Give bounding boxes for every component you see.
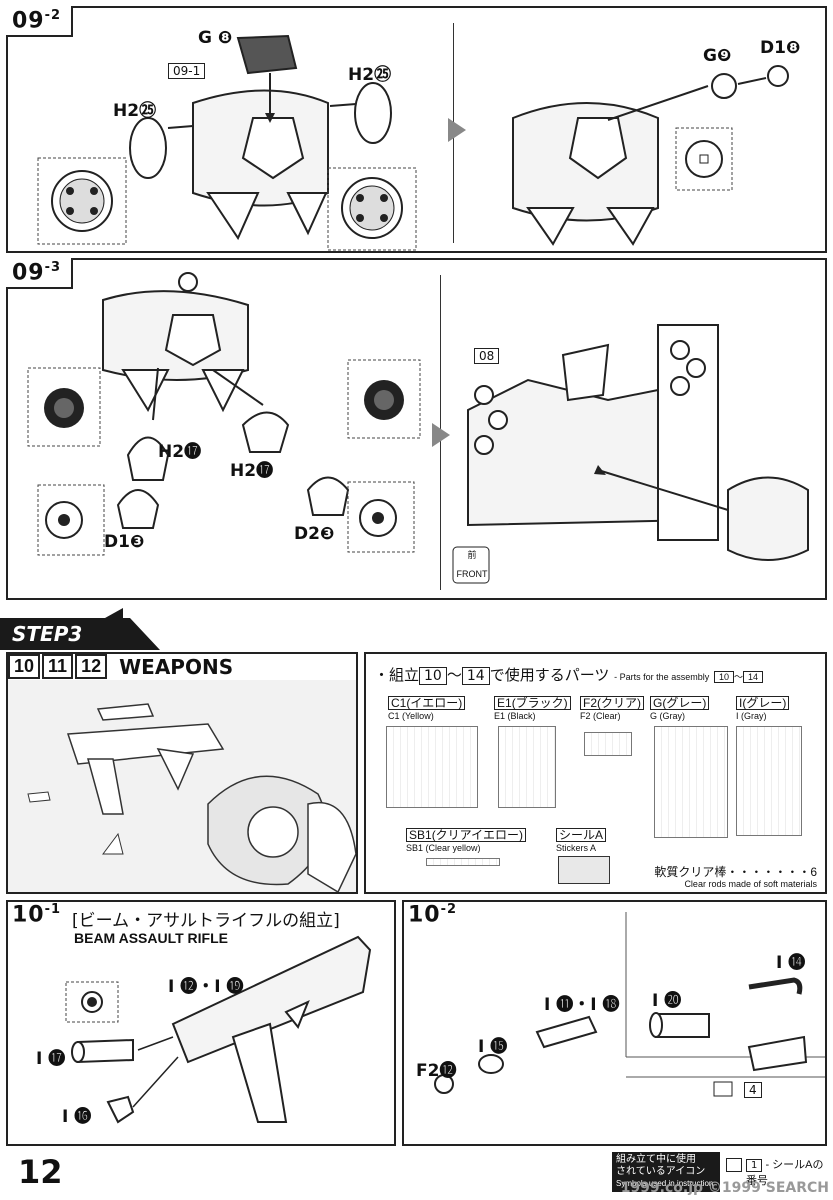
stickers-a-sheet (558, 856, 610, 884)
runner-g (654, 726, 728, 838)
step-09-2-tag: 09-2 (6, 6, 74, 38)
assembly-box-10: 10 (8, 654, 41, 679)
part-label-i16: I ⓰ (62, 1107, 92, 1127)
part-label-i14: I ⓮ (776, 953, 806, 973)
assembly-box-11: 11 (42, 654, 74, 679)
step-09-2-panel: 09-2 09-1 G (6, 6, 827, 253)
front-icon: 前 FRONT (456, 550, 488, 579)
beam-assault-rifle-title-en: BEAM ASSAULT RIFLE (74, 930, 228, 946)
assembly-numbers: 10 11 12 WEAPONS (8, 654, 233, 679)
beam-assault-rifle-title-jp: [ビーム・アサルトライフルの組立] (72, 911, 340, 931)
step-banner-notch (105, 608, 123, 618)
part-label-h2-25-right: H2㉕ (348, 65, 392, 85)
weapons-panel: 10 11 12 WEAPONS (6, 652, 358, 894)
part-label-h2-25-left: H2㉕ (113, 101, 157, 121)
icon-legend: 組み立て中に使用 されているアイコン Symbols used in instr… (612, 1152, 833, 1200)
runner-i (736, 726, 802, 836)
step-10-1-illustration (65, 935, 372, 1124)
step-10-1-panel: 10-1 [ビーム・アサルトライフルの組立] BEAM ASSAULT RIFL… (6, 900, 396, 1146)
step-10-1-tag: 10-1 (12, 902, 62, 928)
legend-dark-box: 組み立て中に使用 されているアイコン Symbols used in instr… (612, 1152, 720, 1192)
step-09-3-tag: 09-3 (6, 258, 74, 290)
part-label-i20: I ⓴ (652, 991, 682, 1011)
part-label-i12-i19: I ⓬・I ⓳ (168, 977, 244, 997)
runner-f2-title: F2(クリア)F2 (Clear) (580, 696, 645, 722)
ref-box-08: 08 (474, 348, 500, 364)
legend-sticker-num: 1 - シールAの番号 (746, 1159, 824, 1187)
runner-c1 (386, 726, 478, 808)
part-label-d1-3: D1❸ (104, 532, 145, 552)
weapons-illustration (8, 680, 356, 892)
legend-sticker-icon (726, 1158, 742, 1172)
runner-sb1-title: SB1(クリアイエロー)SB1 (Clear yellow) (406, 828, 526, 854)
watermark: 1999.co.jp ©1999 SEARCH (620, 1180, 829, 1196)
part-label-h2-17-right: H2⓱ (230, 461, 274, 481)
part-label-i11-i18: I ⓫・I ⓲ (544, 995, 620, 1015)
clear-rods-note: 軟質クリア棒・・・・・・・6 Clear rods made of soft m… (654, 865, 817, 889)
sticker-number-4: 4 (744, 1082, 762, 1098)
runner-g-title: G(グレー)G (Gray) (650, 696, 710, 722)
page-number: 12 (18, 1153, 63, 1191)
step-10-2-panel: 10-2 I ⓮ I ⓴ I ⓫・I ⓲ I ⓯ F2⓬ 4 (402, 900, 827, 1146)
step-10-2-illustration (434, 912, 825, 1097)
next-arrow-icon (448, 118, 466, 142)
step-09-2-illustration (37, 34, 789, 251)
part-label-g8: G ❽ (198, 28, 233, 48)
runner-c1-title: C1(イエロー)C1 (Yellow) (388, 696, 466, 722)
next-arrow-icon (432, 423, 450, 447)
assembly-box-12: 12 (75, 654, 108, 679)
runner-e1-title: E1(ブラック)E1 (Black) (494, 696, 571, 722)
step3-banner: STEP3 (0, 618, 160, 650)
runner-sb1 (426, 858, 500, 866)
part-label-i15: I ⓯ (478, 1037, 508, 1057)
runner-f2 (584, 732, 632, 756)
part-label-d2-3: D2❸ (294, 524, 335, 544)
part-label-f2-12: F2⓬ (416, 1061, 457, 1081)
part-label-h2-17-left: H2⓱ (158, 442, 202, 462)
runner-e1 (498, 726, 556, 808)
weapons-title: WEAPONS (119, 654, 234, 679)
part-label-d1-8: D1❽ (760, 38, 801, 58)
runner-i-title: I(グレー)I (Gray) (736, 696, 790, 722)
ref-box-09-1: 09-1 (168, 63, 206, 79)
part-label-i17: I ⓱ (36, 1049, 66, 1069)
part-label-g9: G❾ (703, 46, 732, 66)
step-10-2-tag: 10-2 (408, 902, 458, 928)
step-09-3-illustration (27, 272, 809, 584)
step-09-3-panel: 09-3 08 (6, 258, 827, 600)
